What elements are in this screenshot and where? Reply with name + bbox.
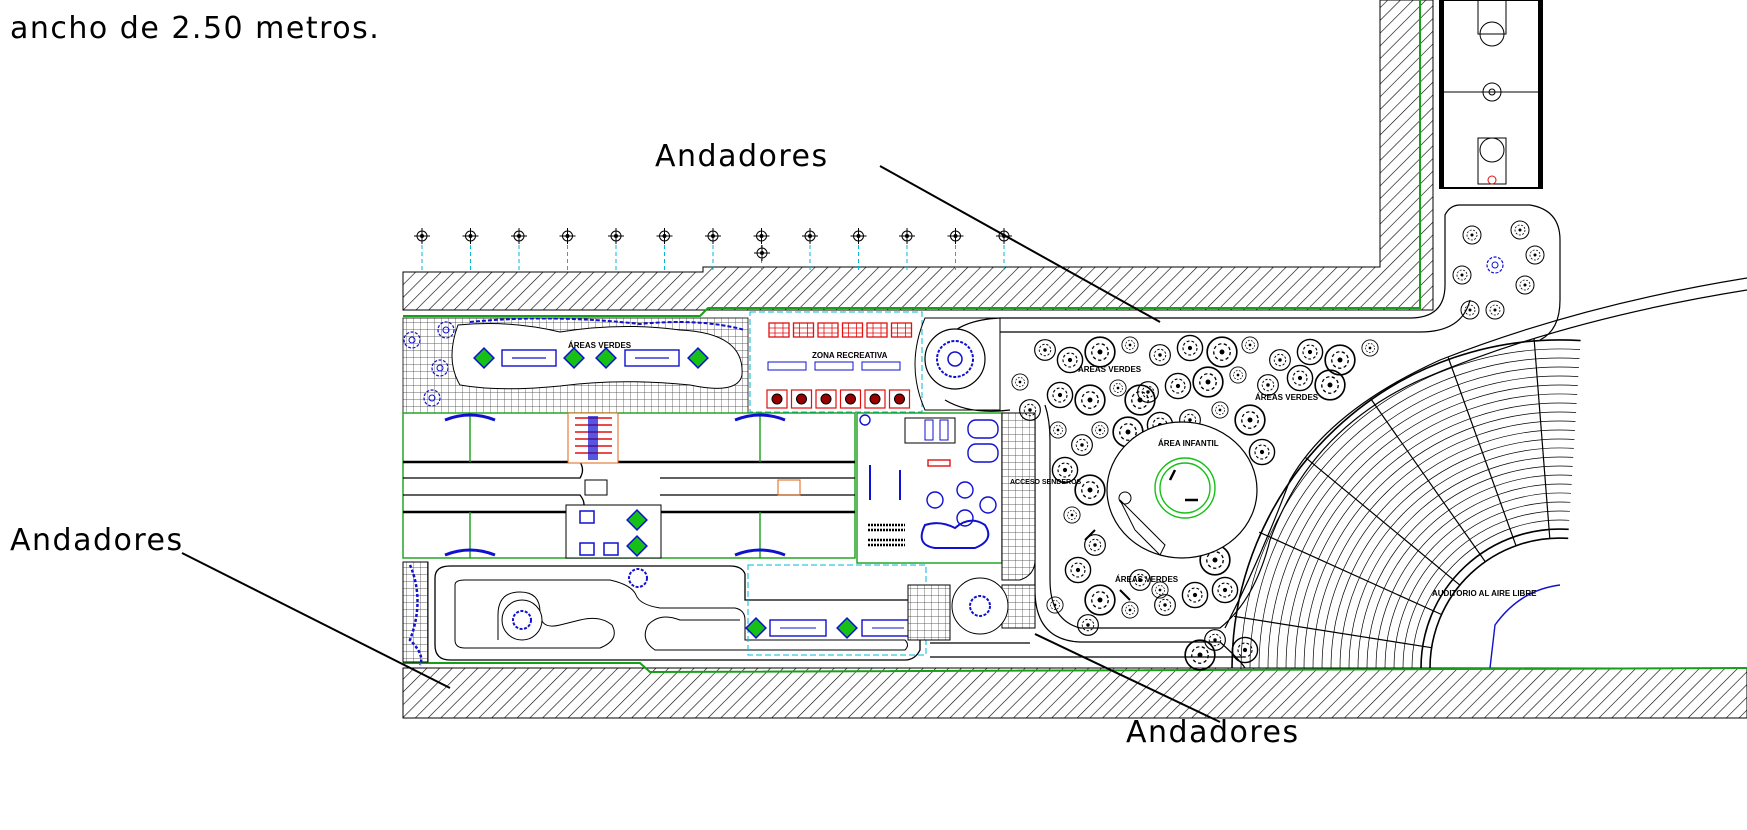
tree-icon xyxy=(1109,379,1127,397)
tree-icon xyxy=(1184,639,1216,671)
label-area-infantil: ÁREA INFANTIL xyxy=(1158,439,1219,448)
label-areas-verdes-park2: ÁREAS VERDES xyxy=(1255,393,1319,402)
tree-icon xyxy=(1525,245,1545,265)
tree-icon xyxy=(1074,384,1106,416)
main-building xyxy=(402,412,856,559)
axis-marker xyxy=(656,227,673,245)
recreational-zone: ZONA RECREATIVA xyxy=(749,311,923,413)
tree-icon xyxy=(1091,421,1109,439)
axis-marker xyxy=(898,227,916,245)
axis-marker xyxy=(801,227,819,245)
plaza-circle xyxy=(914,317,1001,411)
tree-icon xyxy=(1462,225,1482,245)
tree-icon xyxy=(1211,401,1229,419)
tree-icon xyxy=(1211,576,1239,604)
bench xyxy=(817,322,839,338)
table-set xyxy=(839,389,862,409)
bench xyxy=(768,322,790,338)
tree-icon xyxy=(1034,339,1056,361)
tree-icon xyxy=(1121,601,1139,619)
table-set xyxy=(790,389,813,409)
callout-leaders xyxy=(181,165,1221,723)
table-set xyxy=(815,389,837,409)
tree-icon xyxy=(1084,336,1116,368)
label-areas-verdes-top: ÁREAS VERDES xyxy=(568,341,632,350)
axis-marker xyxy=(704,227,722,245)
label-acceso-senderos: ACCESO SENDEROS xyxy=(1010,479,1082,486)
tree-icon xyxy=(1071,434,1093,456)
intro-text: ancho de 2.50 metros. xyxy=(10,11,380,46)
axis-marker xyxy=(753,227,770,245)
basketball-court xyxy=(1439,0,1543,189)
tree-icon xyxy=(1486,256,1504,274)
table-set xyxy=(888,389,911,409)
axis-marker xyxy=(607,227,625,245)
table-set xyxy=(864,389,886,409)
tree-icon xyxy=(1046,596,1064,614)
bottom-plaza xyxy=(745,564,1036,656)
tree-icon xyxy=(1231,636,1259,664)
label-zona-recreativa: ZONA RECREATIVA xyxy=(812,351,888,360)
tree-icon xyxy=(1286,364,1314,392)
tree-icon xyxy=(1074,474,1106,506)
table-set xyxy=(766,389,788,409)
service-block xyxy=(856,412,1003,564)
tree-icon xyxy=(1248,438,1276,466)
bench xyxy=(890,322,913,338)
hatched-boundary xyxy=(402,0,1747,719)
bench xyxy=(792,322,815,338)
axis-marker xyxy=(462,227,479,245)
callout-andadores-bottom: Andadores xyxy=(1126,715,1300,750)
column-axes xyxy=(413,227,1013,272)
tree-icon xyxy=(1460,300,1480,320)
loop-path xyxy=(402,561,921,666)
tree-icon xyxy=(1181,581,1209,609)
tree-icon xyxy=(1515,275,1535,295)
tree-icon xyxy=(1192,366,1224,398)
tree-icon xyxy=(1241,336,1259,354)
tree-icon xyxy=(1046,381,1074,409)
axis-marker xyxy=(947,227,964,245)
tree-icon xyxy=(1064,556,1092,584)
tree-icon xyxy=(1361,339,1379,357)
callout-andadores-top: Andadores xyxy=(655,139,829,174)
axis-marker xyxy=(413,227,431,245)
tree-icon xyxy=(1269,349,1291,371)
tree-icon xyxy=(1204,629,1226,651)
tree-icon xyxy=(1206,336,1238,368)
tree-icon xyxy=(1314,369,1346,401)
tree-icon xyxy=(1049,421,1067,439)
axis-marker xyxy=(510,227,528,245)
tree-icon xyxy=(1234,404,1266,436)
tree-icon xyxy=(1063,506,1081,524)
tree-icon xyxy=(1124,384,1156,416)
bench xyxy=(866,322,888,338)
axis-marker xyxy=(559,227,576,245)
tree-icon xyxy=(1176,334,1204,362)
playground: ÁREA INFANTIL xyxy=(1084,421,1258,601)
bench xyxy=(841,322,864,338)
green-area-top-left: ÁREAS VERDES xyxy=(402,317,749,414)
tree-icon xyxy=(1121,336,1139,354)
tree-icon xyxy=(1510,220,1530,240)
tree-icon xyxy=(1084,584,1116,616)
access-path: ACCESO SENDEROS xyxy=(1001,412,1082,581)
axis-marker xyxy=(850,227,867,245)
tree-icon xyxy=(1077,614,1099,636)
tree-icon xyxy=(1149,344,1171,366)
tree-icon xyxy=(1164,372,1192,400)
tree-icon xyxy=(1485,300,1505,320)
label-areas-verdes-park1: ÁREAS VERDES xyxy=(1078,365,1142,374)
label-auditorio: AUDITORIO AL AIRE LIBRE xyxy=(1432,589,1537,598)
axis-marker xyxy=(753,244,771,262)
open-air-auditorium xyxy=(1231,338,1581,669)
tree-icon xyxy=(1296,338,1324,366)
label-areas-verdes-bottom: ÁREAS VERDES xyxy=(1115,575,1179,584)
tree-icon xyxy=(1011,373,1029,391)
callout-andadores-left: Andadores xyxy=(10,523,184,558)
tree-icon xyxy=(1229,366,1247,384)
tree-icon xyxy=(1452,265,1472,285)
